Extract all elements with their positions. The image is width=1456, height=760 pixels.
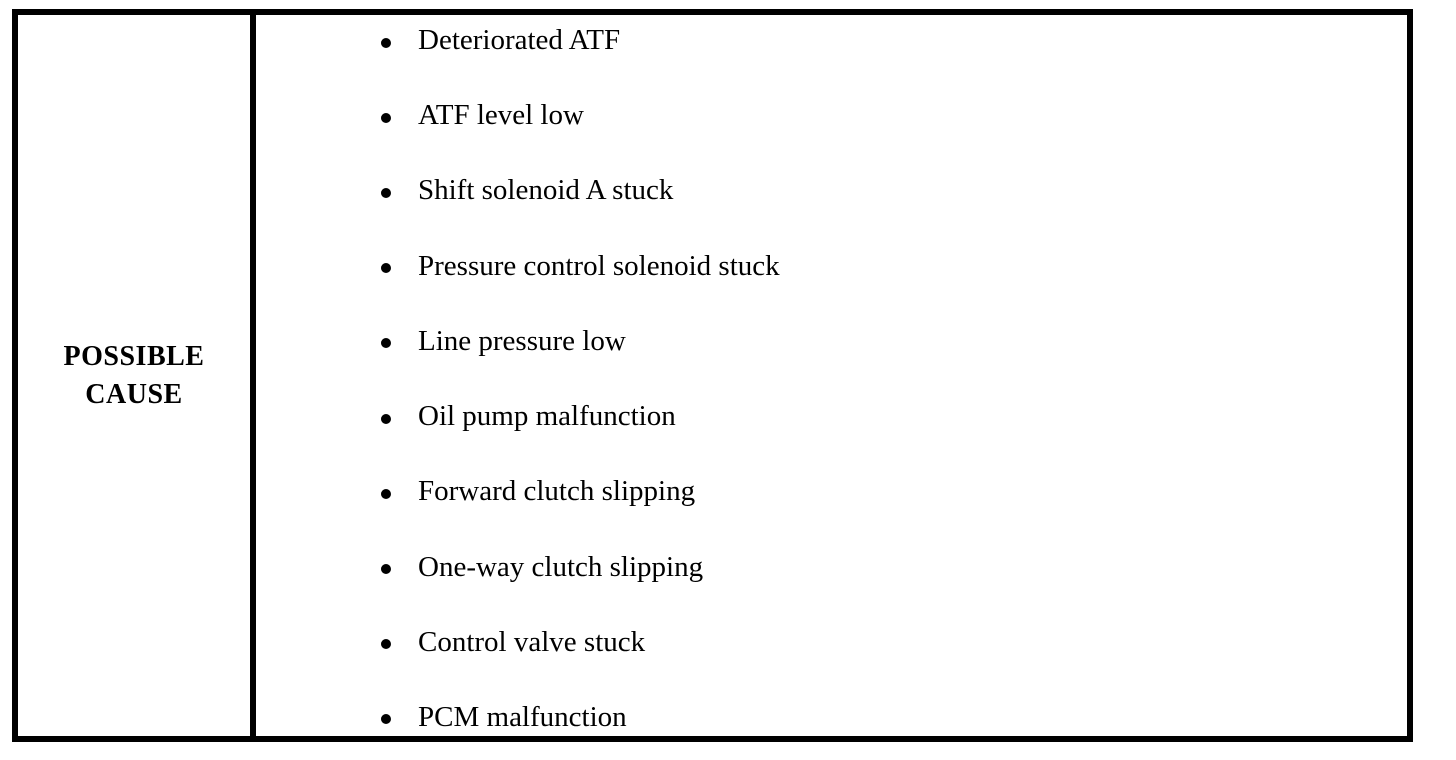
bullet-icon xyxy=(381,263,391,274)
bullet-icon xyxy=(381,714,391,725)
cause-label: Oil pump malfunction xyxy=(418,400,676,433)
cause-label: PCM malfunction xyxy=(418,700,627,733)
cause-label: One-way clutch slipping xyxy=(418,550,704,583)
bullet-icon xyxy=(381,37,391,48)
list-item: PCM malfunction xyxy=(381,701,1397,734)
list-item: Deteriorated ATF xyxy=(381,24,1397,57)
list-item: Oil pump malfunction xyxy=(381,400,1397,433)
bullet-icon xyxy=(381,112,391,123)
cause-label: ATF level low xyxy=(418,99,584,132)
possible-cause-header-label: POSSIBLE CAUSE xyxy=(63,340,205,410)
cause-label: Deteriorated ATF xyxy=(418,24,621,56)
cause-label: Pressure control solenoid stuck xyxy=(418,249,780,282)
cause-list: Deteriorated ATF ATF level low Shift sol… xyxy=(256,15,1407,736)
bullet-icon xyxy=(381,564,391,575)
list-item: ATF level low xyxy=(381,99,1397,132)
cause-label: Line pressure low xyxy=(418,324,626,357)
list-item: One-way clutch slipping xyxy=(381,551,1397,584)
list-item: Shift solenoid A stuck xyxy=(381,174,1397,207)
cause-label: Forward clutch slipping xyxy=(418,475,696,508)
list-item: Pressure control solenoid stuck xyxy=(381,250,1397,283)
list-item: Forward clutch slipping xyxy=(381,475,1397,508)
bullet-icon xyxy=(381,488,391,499)
possible-cause-table: POSSIBLE CAUSE Deteriorated ATF ATF leve… xyxy=(12,9,1413,742)
list-item: Line pressure low xyxy=(381,325,1397,358)
bullet-icon xyxy=(381,413,391,424)
bullet-icon xyxy=(381,187,391,198)
cause-label: Shift solenoid A stuck xyxy=(418,174,674,207)
cause-label: Control valve stuck xyxy=(418,625,646,658)
bullet-icon xyxy=(381,338,391,349)
list-item: Control valve stuck xyxy=(381,626,1397,659)
bullet-icon xyxy=(381,639,391,650)
possible-cause-header-cell: POSSIBLE CAUSE xyxy=(18,15,256,736)
